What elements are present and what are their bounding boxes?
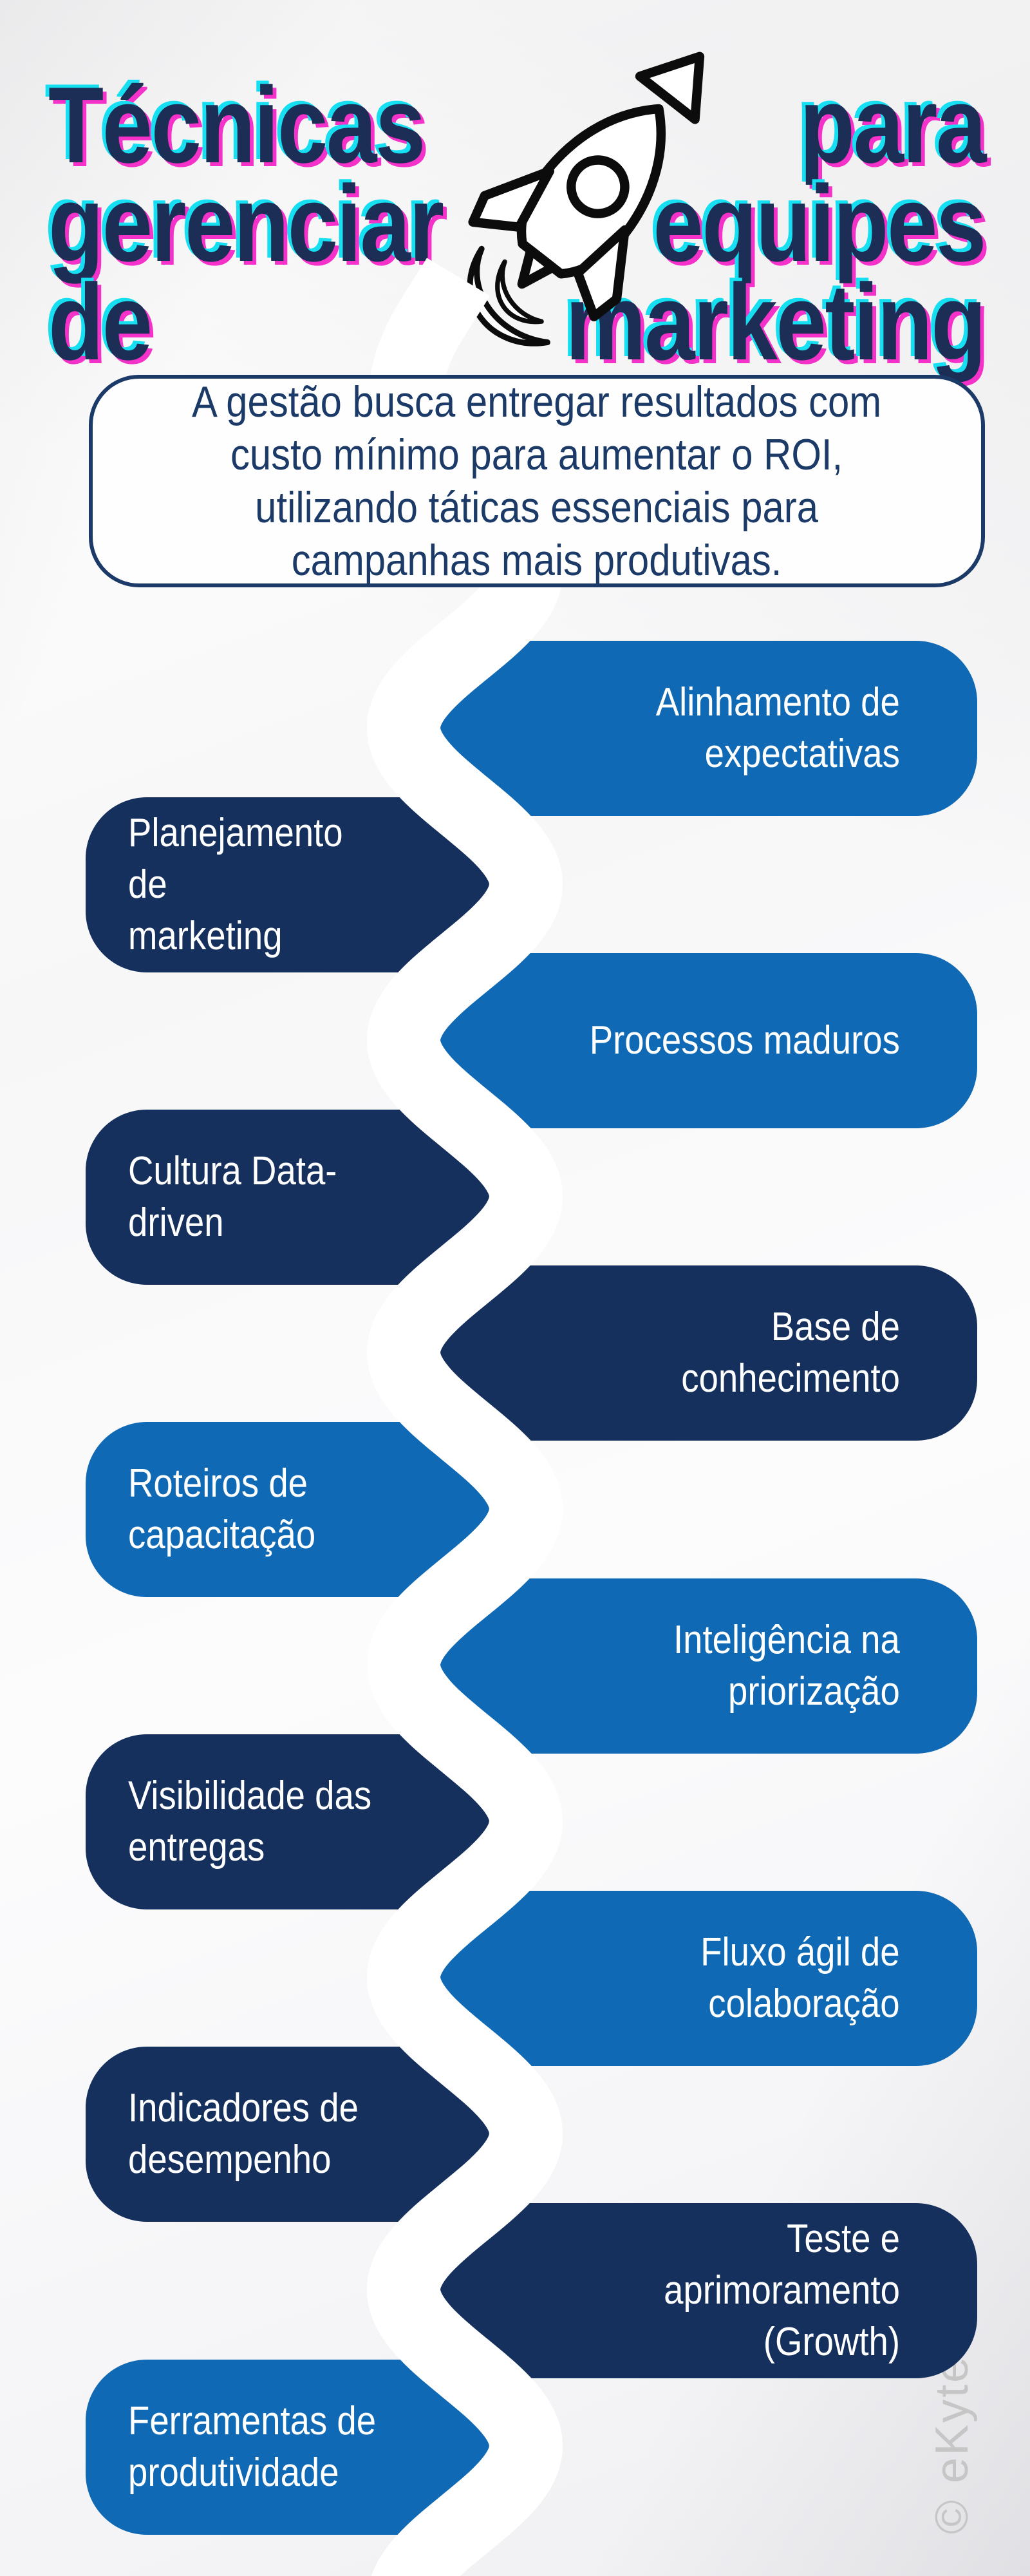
card-1: Alinhamento de expectativas: [412, 641, 977, 816]
card-11: Teste e aprimoramento (Growth): [412, 2203, 977, 2378]
card-3: Processos maduros: [412, 953, 977, 1128]
title-word: para: [799, 64, 987, 185]
card-label: Fluxo ágil de colaboração: [700, 1930, 900, 2026]
title-word: Técnicas: [48, 64, 426, 185]
card-12: Ferramentas de produtividade: [86, 2360, 509, 2535]
title-right-block: para equipes marketing: [565, 64, 987, 383]
card-label: Roteiros de capacitação: [128, 1461, 316, 1557]
intro-text: A gestão busca entregar resultados com c…: [192, 377, 882, 585]
card-label: Planejamento de marketing: [128, 811, 343, 958]
watermark-ekyte: © eKyte: [926, 2354, 978, 2534]
rocket-icon: [460, 18, 763, 346]
card-label: Teste e aprimoramento (Growth): [664, 2217, 900, 2364]
title-word: equipes: [653, 163, 986, 284]
card-4: Cultura Data-driven: [86, 1110, 509, 1285]
card-9: Fluxo ágil de colaboração: [412, 1891, 977, 2066]
card-label: Inteligência na priorização: [673, 1618, 900, 1714]
title-left-block: Técnicas gerenciar de: [48, 64, 444, 383]
intro-box: A gestão busca entregar resultados com c…: [89, 375, 985, 587]
card-label: Cultura Data-driven: [128, 1149, 337, 1245]
card-8: Visibilidade das entregas: [86, 1734, 509, 1909]
card-label: Processos maduros: [589, 1018, 900, 1063]
card-label: Ferramentas de produtividade: [128, 2399, 377, 2495]
card-10: Indicadores de desempenho: [86, 2047, 509, 2222]
card-label: Base de conhecimento: [681, 1305, 900, 1401]
card-7: Inteligência na priorização: [412, 1578, 977, 1754]
title-word: de: [48, 261, 153, 383]
card-2: Planejamento de marketing: [86, 797, 509, 972]
card-label: Visibilidade das entregas: [128, 1774, 372, 1870]
card-5: Base de conhecimento: [412, 1265, 977, 1441]
card-label: Alinhamento de expectativas: [655, 680, 900, 776]
title-word: marketing: [565, 261, 986, 383]
card-label: Indicadores de desempenho: [128, 2086, 359, 2182]
card-6: Roteiros de capacitação: [86, 1422, 509, 1597]
title-word: gerenciar: [48, 163, 444, 284]
